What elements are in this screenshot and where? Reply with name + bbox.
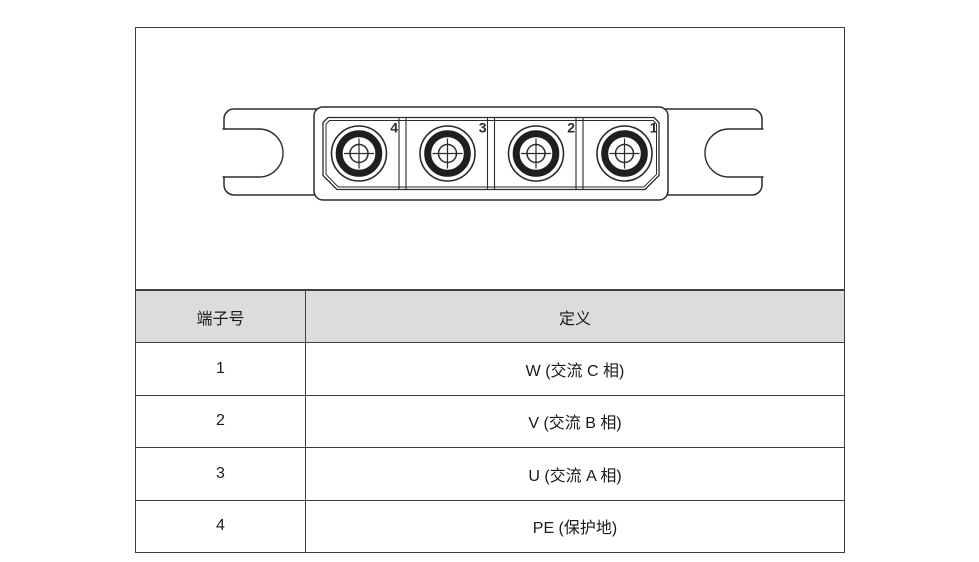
table-row: 2 V (交流 B 相) [136,394,844,447]
connector-figure: 4 3 2 [136,28,844,289]
terminal-4-label: 4 [390,120,398,136]
table-header-row: 端子号 定义 [136,291,844,342]
connector-drawing: 4 3 2 [220,106,766,201]
header-terminal-number: 端子号 [136,291,306,342]
terminal-1: 1 [596,120,658,182]
left-fork-notch [220,128,284,178]
terminal-4: 4 [330,120,398,182]
table-row: 3 U (交流 A 相) [136,447,844,500]
terminal-3-label: 3 [479,120,487,136]
definition-cell: U (交流 A 相) [528,467,622,485]
inner-frame-outer [322,116,660,191]
terminal-3: 3 [419,120,487,182]
content-frame: 4 3 2 [135,27,845,553]
table-row: 1 W (交流 C 相) [136,342,844,395]
terminal-number-cell: 2 [136,395,306,447]
terminal-2: 2 [507,120,575,182]
header-definition: 定义 [558,310,591,328]
definition-cell: W (交流 C 相) [525,362,625,380]
right-fork-notch [704,128,766,178]
inner-frame-inner [325,120,657,188]
definition-cell: V (交流 B 相) [528,415,622,433]
terminal-1-label: 1 [650,120,658,136]
terminal-2-label: 2 [567,120,575,136]
definition-cell: PE (保护地) [532,520,618,538]
terminal-definition-table: 端子号 定义 1 W (交流 C 相) 2 V (交流 B 相) 3 U (交流… [136,289,844,552]
table-row: 4 PE (保护地) [136,499,844,552]
terminal-block [313,106,669,201]
cell-dividers [398,117,584,190]
terminal-number-cell: 4 [136,500,306,552]
terminal-number-cell: 3 [136,448,306,500]
terminal-number-cell: 1 [136,343,306,395]
